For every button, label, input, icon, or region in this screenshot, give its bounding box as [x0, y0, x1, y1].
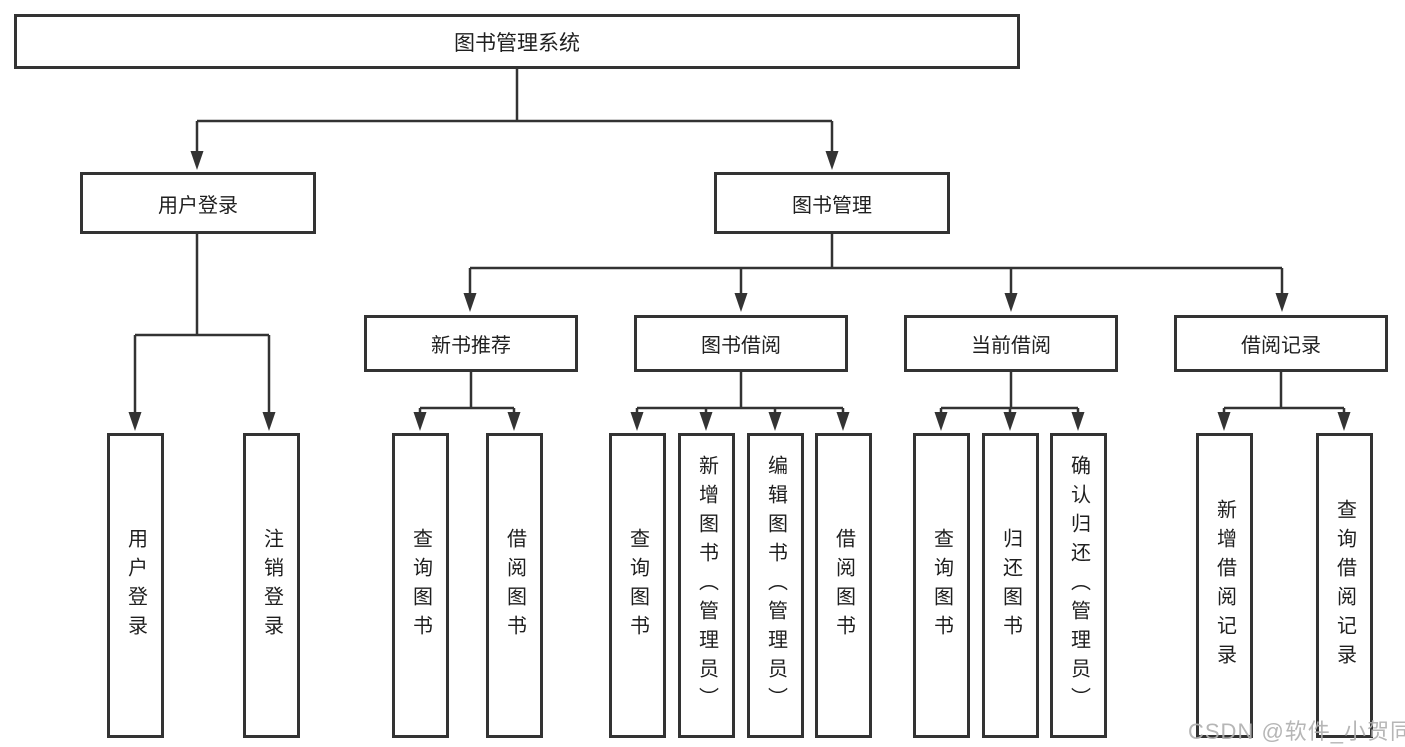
node-label: 注销登录 — [260, 527, 283, 644]
node-new-book-recommendation: 新书推荐 — [364, 315, 578, 372]
node-label: 图书管理系统 — [454, 31, 580, 55]
node-label: 编辑图书（管理员） — [764, 455, 787, 716]
node-label: 用户登录 — [124, 527, 147, 644]
node-label: 借阅记录 — [1241, 335, 1321, 357]
watermark: CSDN @软件_小贺同学 — [1188, 719, 1405, 744]
node-label: 归还图书 — [999, 527, 1022, 644]
node-label: 查询图书 — [930, 527, 953, 644]
node-return-books: 归还图书 — [982, 433, 1039, 738]
node-label: 图书借阅 — [701, 335, 781, 357]
node-borrowing-records: 借阅记录 — [1174, 315, 1388, 372]
node-label: 查询图书 — [409, 527, 432, 644]
node-user-login: 用户登录 — [107, 433, 164, 738]
node-borrow-books-borrowing: 借阅图书 — [815, 433, 872, 738]
node-label: 借阅图书 — [832, 527, 855, 644]
node-book-borrowing: 图书借阅 — [634, 315, 848, 372]
node-borrow-books-recommend: 借阅图书 — [486, 433, 543, 738]
node-label: 查询借阅记录 — [1333, 498, 1356, 673]
node-book-management: 图书管理 — [714, 172, 950, 234]
node-label: 当前借阅 — [971, 335, 1051, 357]
node-query-books-borrowing: 查询图书 — [609, 433, 666, 738]
node-current-borrowing: 当前借阅 — [904, 315, 1118, 372]
node-logout: 注销登录 — [243, 433, 300, 738]
arrowheads — [128, 151, 1351, 431]
node-query-books-current: 查询图书 — [913, 433, 970, 738]
node-library-management-system: 图书管理系统 — [14, 14, 1020, 69]
node-add-borrow-record: 新增借阅记录 — [1196, 433, 1253, 738]
node-label: 新增图书（管理员） — [695, 455, 718, 716]
node-query-books-recommend: 查询图书 — [392, 433, 449, 738]
node-label: 借阅图书 — [503, 527, 526, 644]
node-confirm-return-admin: 确认归还（管理员） — [1050, 433, 1107, 738]
node-label: 用户登录 — [158, 194, 238, 217]
node-user-login-group: 用户登录 — [80, 172, 316, 234]
connector-paths — [133, 69, 1346, 415]
node-label: 确认归还（管理员） — [1067, 455, 1090, 716]
node-label: 新增借阅记录 — [1213, 498, 1236, 673]
node-edit-book-admin: 编辑图书（管理员） — [747, 433, 804, 738]
node-label: 查询图书 — [626, 527, 649, 644]
node-label: 图书管理 — [792, 194, 872, 217]
node-label: 新书推荐 — [431, 335, 511, 357]
node-query-borrow-record: 查询借阅记录 — [1316, 433, 1373, 738]
node-add-book-admin: 新增图书（管理员） — [678, 433, 735, 738]
